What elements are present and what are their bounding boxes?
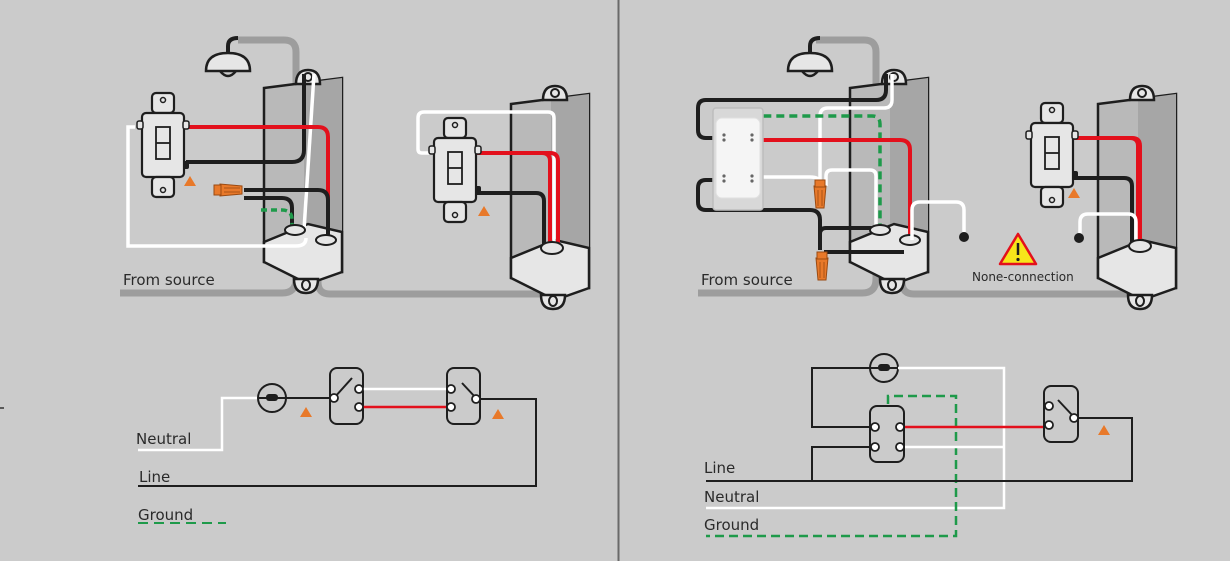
neutral-line [138,396,258,452]
neutral-wire [910,200,966,240]
neutral-wire [818,74,894,182]
wire-nut-icon [213,183,243,197]
ground-wire [734,114,882,230]
smart-switch [712,107,764,211]
warning-icon [998,232,1038,266]
legend-line: Line [139,468,170,486]
legend-ground: Ground [138,506,193,524]
traveler-marker [1068,188,1080,198]
lamp-icon [204,51,252,78]
wire-end [1074,233,1084,243]
hot-wire [762,138,912,238]
neutral-wire [126,125,308,248]
legend-neutral: Neutral [704,488,759,506]
from-source-label: From source [123,271,215,289]
traveler-marker [478,206,490,216]
wire-nut-icon [813,179,827,209]
left-wiring-illustration: From source [120,36,591,311]
switch-traditional [1024,101,1080,209]
legend-line: Line [704,459,735,477]
junction-box-1 [848,68,930,295]
line-line [811,367,880,428]
line-wire [186,74,306,164]
legend-neutral: Neutral [136,430,191,448]
right-schematic: Line Neutral Ground [704,353,1133,538]
switch-symbol-2 [446,367,481,425]
line-wire [244,196,294,230]
neutral-wire [1078,212,1138,246]
neutral-line [706,366,1006,510]
switch-1 [135,91,191,199]
hot-wire [186,125,330,238]
lamp-icon [786,51,834,78]
lamp-wire [226,36,239,53]
line-wire [476,191,546,248]
right-wiring-illustration: None-connection From source [696,36,1178,311]
traveler-marker [1098,425,1110,435]
smart-switch-symbol [869,405,905,463]
line-wire [696,74,888,140]
legend-ground: Ground [704,516,759,534]
wire-end [959,232,969,242]
neutral-wire [762,175,822,186]
line-wire [1070,176,1134,244]
left-schematic: Neutral Line Ground [136,367,537,524]
switch-2 [427,116,483,224]
traveler-marker [184,176,196,186]
line-wire [696,178,822,250]
wire-nut-icon [815,251,829,281]
traveler-marker [300,407,312,417]
none-connection-label: None-connection [972,270,1074,284]
line-line [138,398,537,487]
line-wire [244,188,330,238]
ground-line [706,394,958,538]
ground-wire [261,208,294,230]
from-source-label: From source [701,271,793,289]
neutral-wire [416,110,556,248]
neutral-wire [302,73,316,231]
traveler-marker [492,409,504,419]
